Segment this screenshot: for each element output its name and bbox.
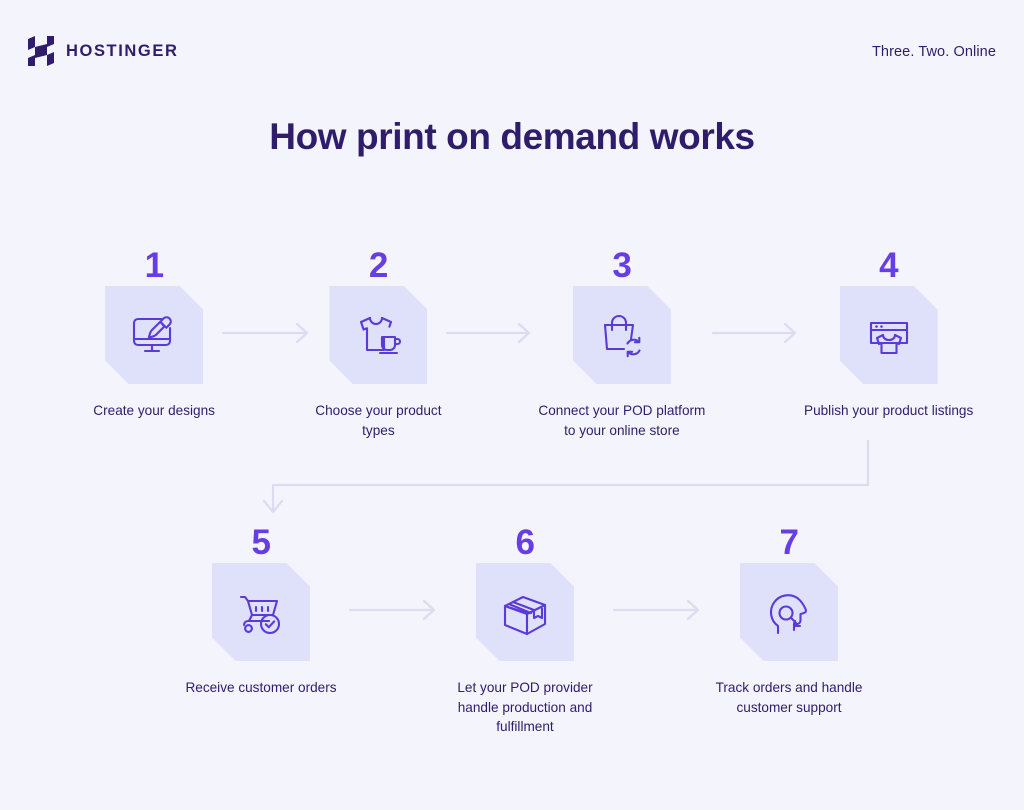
brand-logo[interactable]: HOSTINGER xyxy=(28,36,179,66)
brand-tagline: Three. Two. Online xyxy=(871,44,996,60)
step-number: 2 xyxy=(368,246,388,285)
step-icon-card xyxy=(105,286,204,384)
step-label: Let your POD provider handle production … xyxy=(457,680,593,735)
step-label: Connect your POD platform to your online… xyxy=(538,403,706,438)
shopping-bag-sync-icon xyxy=(593,306,651,364)
flow-arrow-3-4 xyxy=(711,286,799,384)
browser-tshirt-icon xyxy=(860,306,918,364)
step-icon-card xyxy=(572,286,671,384)
step-number: 6 xyxy=(515,523,535,562)
flow-step-3[interactable]: 3 Connect your POD platform to your onli… xyxy=(533,248,712,440)
arrow-right-icon xyxy=(221,322,311,349)
step-icon-card xyxy=(476,563,574,661)
page-header: HOSTINGER Three. Two. Online xyxy=(0,0,1024,92)
brand-name: HOSTINGER xyxy=(66,41,179,60)
step-label: Publish your product listings xyxy=(804,403,974,418)
flow-row-one: 1 Create your designs 2 xyxy=(88,248,978,440)
flow-step-6[interactable]: 6 Let your POD provider handle productio… xyxy=(439,525,611,737)
flow-wrap-connector xyxy=(260,438,890,530)
step-icon-card xyxy=(839,286,938,384)
step-number: 5 xyxy=(251,523,271,562)
flow-step-4[interactable]: 4 Publish your product listings xyxy=(799,248,978,421)
step-number: 3 xyxy=(612,246,632,285)
tshirt-mug-icon xyxy=(349,306,407,364)
step-number: 7 xyxy=(779,523,799,562)
flow-arrow-2-3 xyxy=(445,286,533,384)
flow-arrow-6-7 xyxy=(611,563,703,661)
arrow-right-icon xyxy=(445,322,533,349)
flow-row-two: 5 Receive customer orders xyxy=(175,525,875,737)
flow-step-1[interactable]: 1 Create your designs xyxy=(88,248,220,421)
flow-step-7[interactable]: 7 Track orders and handle customer suppo… xyxy=(703,525,875,717)
step-icon-card xyxy=(212,563,310,661)
step-label: Receive customer orders xyxy=(185,680,337,695)
shopping-cart-check-icon xyxy=(232,583,290,641)
arrow-right-icon xyxy=(711,322,799,349)
page-title: How print on demand works xyxy=(269,116,755,157)
flow-step-2[interactable]: 2 Choose your product types xyxy=(312,248,444,440)
step-number: 1 xyxy=(144,246,164,285)
flow-arrow-1-2 xyxy=(220,286,312,384)
package-box-icon xyxy=(496,583,554,641)
arrow-right-icon xyxy=(348,599,438,626)
step-label: Create your designs xyxy=(93,403,215,418)
step-icon-card xyxy=(329,286,428,384)
hostinger-h-logo-icon xyxy=(28,36,54,66)
monitor-paintbrush-icon xyxy=(125,306,183,364)
step-label: Choose your product types xyxy=(315,403,442,438)
flow-arrow-5-6 xyxy=(347,563,439,661)
flow-step-5[interactable]: 5 Receive customer orders xyxy=(175,525,347,698)
step-number: 4 xyxy=(879,246,899,285)
step-icon-card xyxy=(740,563,838,661)
step-label: Track orders and handle customer support xyxy=(715,680,863,715)
arrow-right-icon xyxy=(612,599,702,626)
support-headset-head-icon xyxy=(760,583,818,641)
